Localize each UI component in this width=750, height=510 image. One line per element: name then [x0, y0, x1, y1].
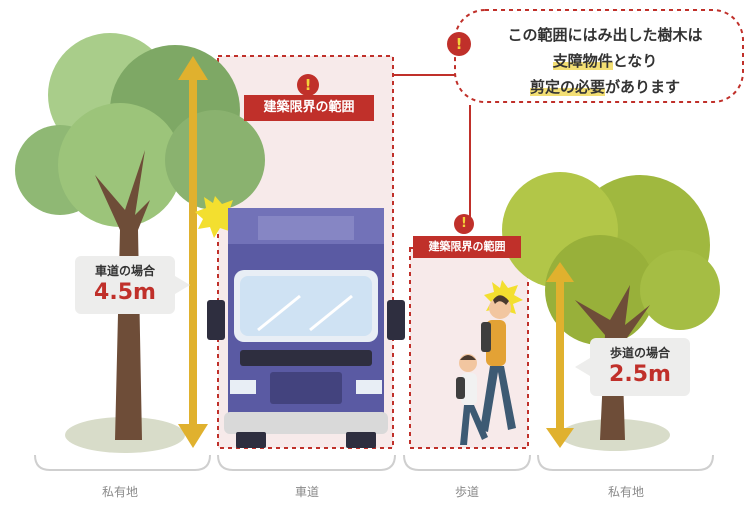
- road-height-caption: 車道の場合: [75, 262, 175, 279]
- ground-label-roadway: 車道: [272, 483, 342, 500]
- ground-label-private-left: 私有地: [85, 483, 155, 500]
- ground-bracket-sidewalk: [404, 455, 530, 470]
- ground-label-private-right: 私有地: [591, 483, 661, 500]
- callout-line-2-rest: となり: [613, 52, 658, 70]
- right-tree-icon: [502, 172, 720, 440]
- callout-highlight-1: 支障物件: [553, 52, 613, 70]
- callout-warning-icon: !: [447, 32, 471, 56]
- callout-text: この範囲にはみ出した樹木は 支障物件となり 剪定の必要があります: [480, 22, 730, 100]
- callout-highlight-2: 剪定の必要: [530, 78, 605, 96]
- callout-line-3: 剪定の必要があります: [480, 74, 730, 100]
- callout-line-2: 支障物件となり: [480, 48, 730, 74]
- walk-height-value: 2.5m: [590, 362, 690, 387]
- road-clearance-tag: 建築限界の範囲: [244, 95, 374, 121]
- callout-connector-walk: [460, 105, 470, 220]
- road-warning-icon: !: [297, 74, 319, 96]
- callout-line-1: この範囲にはみ出した樹木は: [480, 22, 730, 48]
- ground-bracket-private-right: [538, 455, 713, 470]
- callout-line-3-rest: があります: [605, 78, 680, 96]
- ground-bracket-private-left: [35, 455, 210, 470]
- truck-icon: [207, 208, 405, 448]
- walk-clearance-tag: 建築限界の範囲: [413, 236, 521, 258]
- walk-warning-icon: !: [454, 214, 474, 234]
- ground-label-sidewalk: 歩道: [432, 483, 502, 500]
- ground-bracket-roadway: [218, 455, 395, 470]
- walk-height-caption: 歩道の場合: [590, 344, 690, 361]
- road-height-value: 4.5m: [75, 280, 175, 305]
